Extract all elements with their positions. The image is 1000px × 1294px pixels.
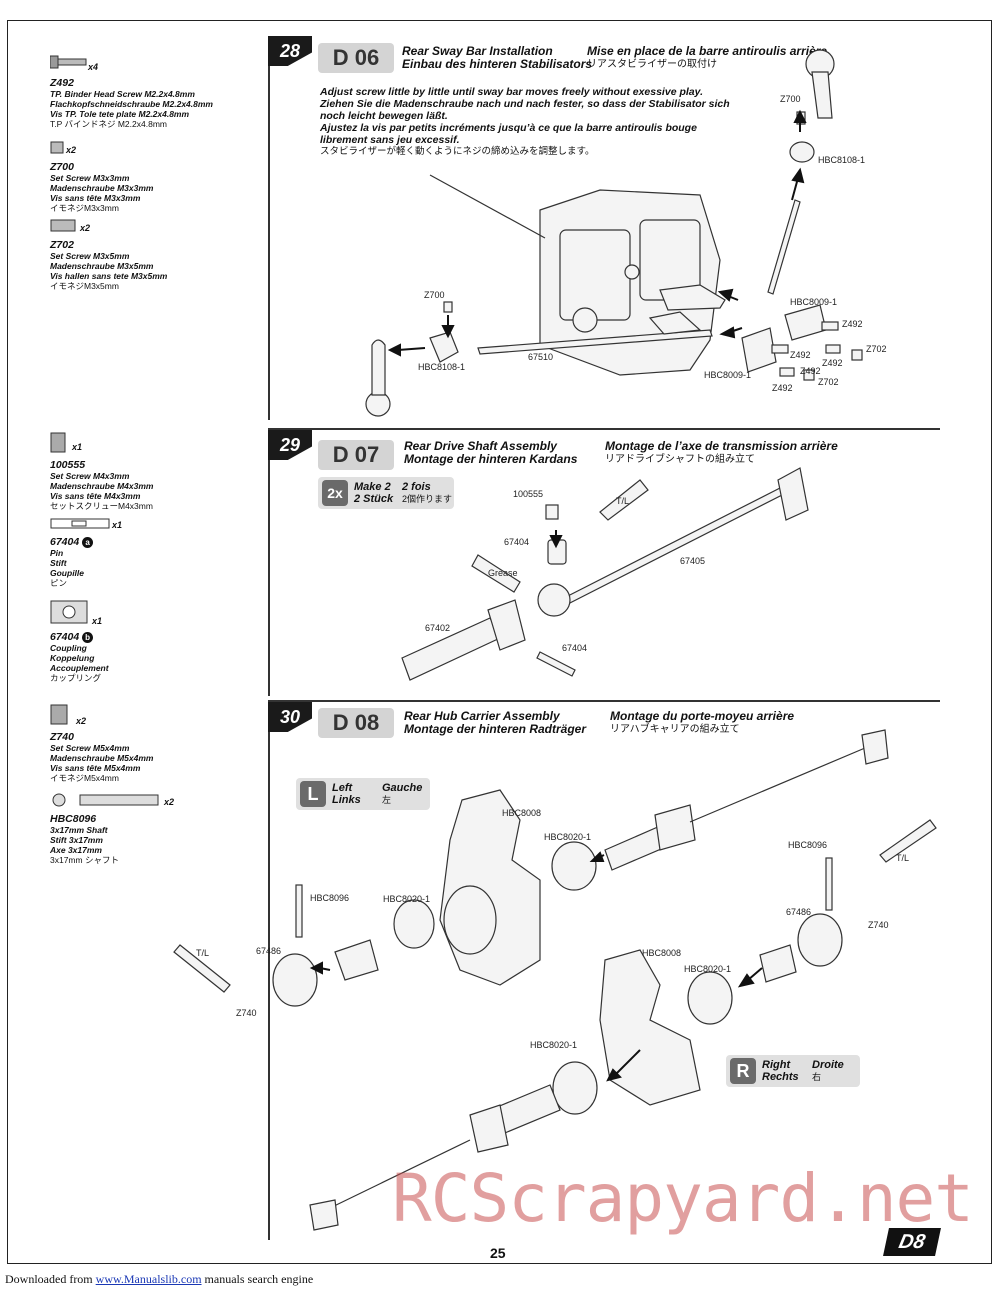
screw-icon xyxy=(49,55,87,69)
step-title-fr: Montage de l’axe de transmission arrière… xyxy=(605,439,838,466)
step-code: D 06 xyxy=(318,43,394,73)
shaft-icon xyxy=(52,793,159,807)
callout-label: 67404 xyxy=(562,643,588,653)
step-code: D 08 xyxy=(318,708,394,738)
marker-a-icon: a xyxy=(82,537,94,548)
callout-label: Z492 xyxy=(772,383,793,393)
watermark: RCScrapyard.net xyxy=(392,1160,974,1237)
part-z700: x2 Z700 Set Screw M3x3mm Madenschraube M… xyxy=(50,140,153,213)
pin-icon xyxy=(50,518,110,529)
part-z702: x2 Z702 Set Screw M3x5mm Madenschraube M… xyxy=(50,218,167,291)
callout-label: Z492 xyxy=(822,358,843,368)
callout-label: HBC8020-1 xyxy=(530,1040,578,1050)
callout-label: 67486 xyxy=(786,907,812,917)
callout-label: 67510 xyxy=(528,352,554,362)
left-icon: L xyxy=(300,781,326,807)
coupling-icon xyxy=(50,600,88,624)
arrows xyxy=(309,109,807,1082)
callout-label: HBC8020-1 xyxy=(383,894,431,904)
manualslib-link[interactable]: www.Manualslib.com xyxy=(95,1272,202,1286)
rod-end-right xyxy=(789,49,835,163)
step-code: D 07 xyxy=(318,440,394,470)
set-screw-icon xyxy=(50,141,64,154)
callout-label: 67404 xyxy=(504,537,530,547)
part-hbc8096: x2 HBC8096 3x17mm Shaft Stift 3x17mm Axe… xyxy=(50,792,174,865)
callout-label: HBC8009-1 xyxy=(704,370,752,380)
callout-label: Z492 xyxy=(800,366,821,376)
part-z492: x4 Z492 TP. Binder Head Screw M2.2x4.8mm… xyxy=(49,52,213,129)
sway-bar xyxy=(477,199,801,355)
page-number: 25 xyxy=(490,1245,506,1261)
step-title: Rear Drive Shaft Assembly Montage der hi… xyxy=(404,439,578,466)
callout-label: Z700 xyxy=(780,94,801,104)
hub-carrier-left xyxy=(173,729,889,1007)
callout-label: HBC8096 xyxy=(310,893,350,903)
callout-label: T/L xyxy=(196,948,210,958)
part-100555: x1 100555 Set Screw M4x3mm Madenschraube… xyxy=(50,432,153,511)
footer: Downloaded from www.Manualslib.com manua… xyxy=(5,1272,314,1286)
set-screw-icon xyxy=(50,219,76,232)
callout-label: T/L xyxy=(616,496,630,506)
callout-label: HBC8108-1 xyxy=(818,155,866,165)
mount-blocks xyxy=(648,284,827,373)
callout-label: Z702 xyxy=(818,377,839,387)
page-frame xyxy=(7,20,992,1264)
callout-label: Z492 xyxy=(790,350,811,360)
callout-label: Z740 xyxy=(236,1008,257,1018)
step-title-fr: Mise en place de la barre antiroulis arr… xyxy=(587,44,828,71)
callout-label: HBC8096 xyxy=(788,840,828,850)
callout-label: 100555 xyxy=(513,489,544,499)
part-67404-pin: x1 67404 a Pin Stift Goupille ピン xyxy=(50,517,122,588)
sidebar-divider xyxy=(268,428,270,696)
callout-label: HBC8008 xyxy=(642,948,682,958)
callout-label: Grease xyxy=(488,568,518,578)
callout-label: HBC8020-1 xyxy=(684,964,732,974)
callout-label: T/L xyxy=(896,853,910,863)
part-z740: x2 Z740 Set Screw M5x4mm Madenschraube M… xyxy=(50,704,153,783)
marker-b-icon: b xyxy=(82,632,94,643)
rod-end-left xyxy=(365,301,459,417)
screws-28 xyxy=(771,321,863,381)
right-icon: R xyxy=(730,1058,756,1084)
part-67404-coupling: x1 67404 b Coupling Koppelung Accoupleme… xyxy=(50,600,109,683)
sidebar-divider xyxy=(268,700,270,1240)
callout-label: Z740 xyxy=(868,920,889,930)
callout-label: HBC8008 xyxy=(502,808,542,818)
callout-label: 67405 xyxy=(680,556,706,566)
callout-label: HBC8108-1 xyxy=(418,362,466,372)
callout-label: 67486 xyxy=(256,946,282,956)
set-screw-icon xyxy=(50,704,68,725)
callout-label: 67402 xyxy=(425,623,451,633)
drive-shaft-drawing xyxy=(401,467,809,681)
make-2-icon: 2x xyxy=(322,480,348,506)
step-divider xyxy=(268,700,940,702)
step-instructions: Adjust screw little by little until sway… xyxy=(320,86,730,157)
sidebar-divider xyxy=(268,36,270,420)
callout-label: Z702 xyxy=(866,344,887,354)
step-title: Rear Hub Carrier Assembly Montage der hi… xyxy=(404,709,587,736)
step-title: Rear Sway Bar Installation Einbau des hi… xyxy=(402,44,593,71)
callout-label: Z492 xyxy=(842,319,863,329)
set-screw-icon xyxy=(50,432,66,453)
step-divider xyxy=(268,428,940,430)
callout-label: Z700 xyxy=(424,290,445,300)
callout-label: HBC8009-1 xyxy=(790,297,838,307)
callout-label: HBC8020-1 xyxy=(544,832,592,842)
step-title-fr: Montage du porte-moyeu arrière リアハブキャリアの… xyxy=(610,709,795,736)
